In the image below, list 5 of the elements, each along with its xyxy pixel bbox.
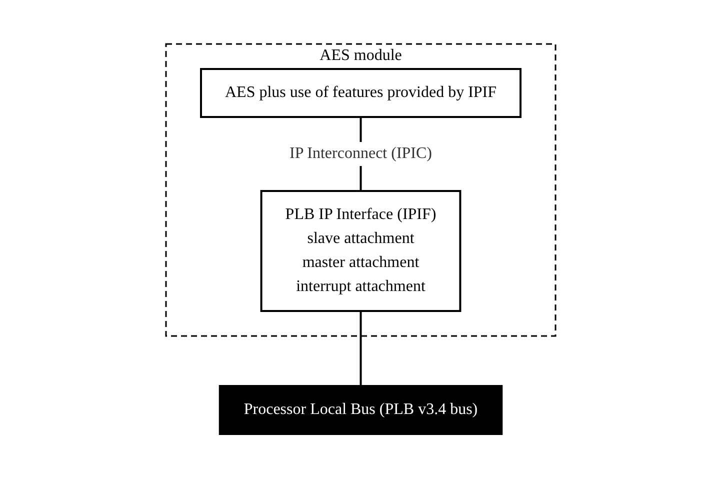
edge-label: IP Interconnect (IPIC)	[290, 144, 432, 162]
connector	[360, 310, 362, 386]
node-box: PLB IP Interface (IPIF) slave attachment master attachment interrupt attachment	[260, 190, 462, 312]
node-box: AES plus use of features provided by IPIF	[200, 68, 522, 118]
node-box: Processor Local Bus (PLB v3.4 bus)	[219, 384, 503, 434]
